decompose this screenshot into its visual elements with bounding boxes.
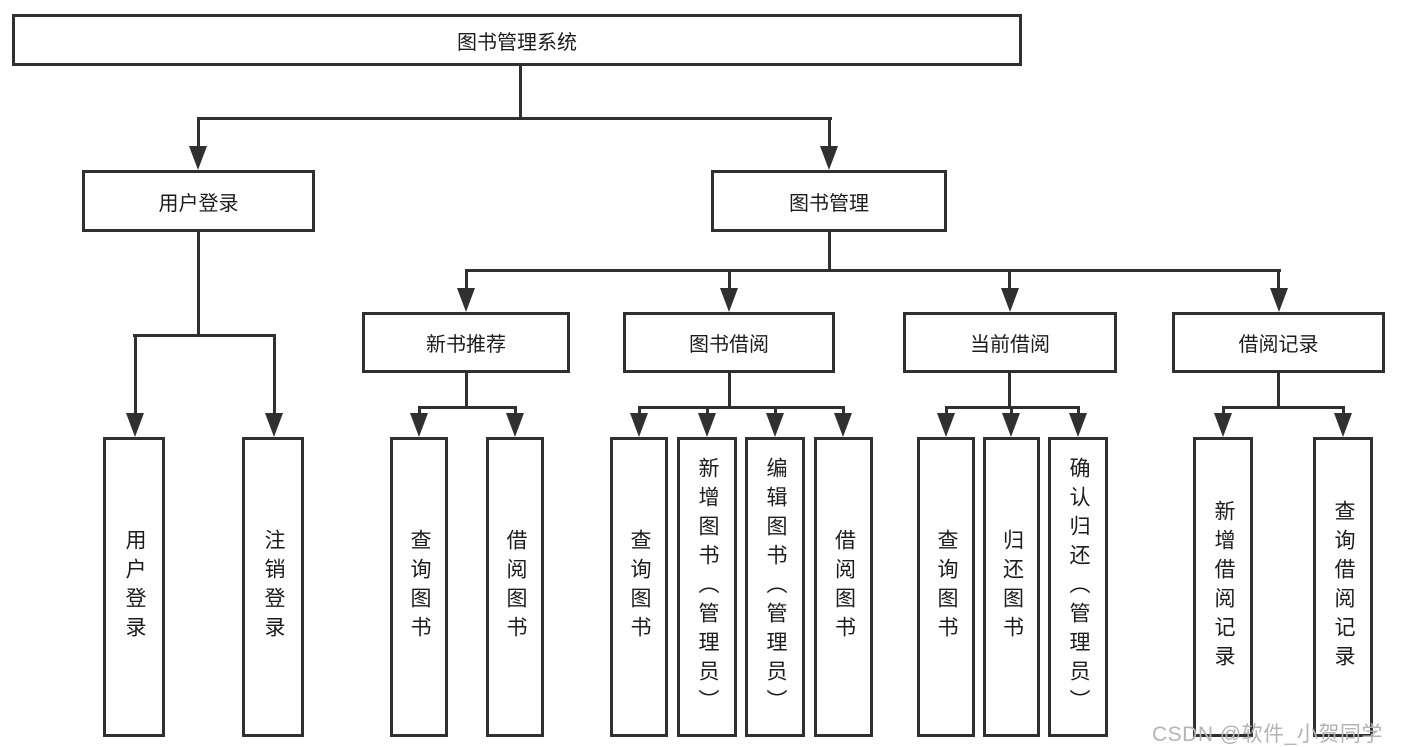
connector-drop	[1010, 406, 1013, 416]
node-book-management: 图书管理	[711, 170, 947, 232]
arrowhead-leaf	[766, 413, 784, 437]
arrowhead-leaf-login	[126, 413, 144, 437]
node-label: 图书管理系统	[457, 31, 577, 54]
connector-drop-borrow	[728, 269, 731, 291]
arrowhead-leaf	[1069, 413, 1087, 437]
connector-drop	[1077, 406, 1080, 416]
connector-recommend-stem	[465, 373, 468, 409]
leaf-label: 编辑图书（管理员）	[764, 456, 787, 718]
connector-mgmt-stem	[828, 232, 831, 271]
leaf-current-confirm-return-admin: 确认归还（管理员）	[1048, 437, 1108, 737]
leaf-label: 新增图书（管理员）	[696, 456, 719, 718]
leaf-label: 新增借阅记录	[1212, 500, 1235, 674]
node-new-book-recommend: 新书推荐	[362, 312, 570, 373]
leaf-label: 借阅图书	[832, 529, 856, 645]
csdn-watermark: CSDN @软件_小贺同学	[1152, 723, 1383, 746]
leaf-label: 用户登录	[123, 529, 146, 645]
leaf-logout: 注销登录	[242, 437, 304, 737]
connector-recommend-bar	[418, 406, 516, 409]
node-library-system: 图书管理系统	[12, 14, 1022, 66]
arrowhead-leaf-logout	[265, 413, 283, 437]
arrowhead-current	[1001, 288, 1019, 312]
leaf-label: 确认归还（管理员）	[1067, 456, 1090, 718]
node-current-borrow: 当前借阅	[903, 312, 1117, 373]
connector-drop-book-mgmt	[828, 117, 831, 150]
arrowhead-leaf	[1334, 413, 1352, 437]
connector-drop	[774, 406, 777, 416]
arrowhead-user-login	[189, 146, 207, 170]
arrowhead-recommend	[457, 288, 475, 312]
leaf-borrow-edit-books-admin: 编辑图书（管理员）	[745, 437, 805, 737]
connector-root-stem	[519, 66, 522, 120]
arrowhead-leaf	[937, 413, 955, 437]
leaf-label: 查询借阅记录	[1332, 500, 1355, 674]
connector-drop	[1222, 406, 1225, 416]
leaf-label: 借阅图书	[504, 529, 527, 645]
arrowhead-borrow	[720, 288, 738, 312]
node-label: 当前借阅	[970, 334, 1050, 356]
connector-borrow-stem	[728, 373, 731, 409]
leaf-label: 归还图书	[1000, 529, 1024, 645]
arrowhead-leaf	[630, 413, 648, 437]
arrowhead-leaf	[1214, 413, 1232, 437]
connector-drop-current	[1008, 269, 1011, 291]
node-user-login: 用户登录	[82, 170, 315, 232]
arrowhead-leaf	[698, 413, 716, 437]
connector-drop	[706, 406, 709, 416]
leaf-label: 查询图书	[628, 529, 651, 645]
leaf-recommend-query-books: 查询图书	[390, 437, 448, 737]
connector-borrow-bar	[638, 406, 845, 409]
node-label: 图书管理	[789, 192, 869, 215]
node-label: 新书推荐	[426, 334, 506, 356]
connector-records-stem	[1277, 373, 1280, 409]
connector-drop	[638, 406, 641, 416]
connector-drop	[1342, 406, 1345, 416]
leaf-borrow-add-books-admin: 新增图书（管理员）	[677, 437, 737, 737]
node-borrow-records: 借阅记录	[1172, 312, 1385, 373]
connector-drop	[945, 406, 948, 416]
leaf-user-login: 用户登录	[103, 437, 165, 737]
connector-level2-bar	[197, 117, 832, 120]
arrowhead-leaf	[834, 413, 852, 437]
arrowhead-leaf	[506, 413, 524, 437]
arrowhead-book-mgmt	[820, 146, 838, 170]
leaf-current-query-books: 查询图书	[917, 437, 975, 737]
connector-user-stem	[197, 232, 200, 335]
connector-user-bar	[133, 334, 276, 337]
connector-level3-bar	[465, 269, 1281, 272]
arrowhead-leaf	[1002, 413, 1020, 437]
connector-drop	[842, 406, 845, 416]
node-label: 图书借阅	[689, 334, 769, 356]
connector-drop-records	[1277, 269, 1280, 291]
leaf-current-return-books: 归还图书	[983, 437, 1040, 737]
arrowhead-leaf	[410, 413, 428, 437]
leaf-label: 查询图书	[408, 529, 431, 645]
connector-records-bar	[1222, 406, 1344, 409]
arrowhead-records	[1270, 288, 1288, 312]
connector-drop-leaf-logout	[273, 334, 276, 416]
connector-drop	[514, 406, 517, 416]
leaf-records-add-record: 新增借阅记录	[1193, 437, 1253, 737]
leaf-records-query-record: 查询借阅记录	[1313, 437, 1373, 737]
node-label: 借阅记录	[1238, 334, 1319, 356]
connector-current-stem	[1008, 373, 1011, 409]
connector-drop-user-login	[197, 117, 200, 150]
node-label: 用户登录	[158, 192, 239, 215]
leaf-borrow-query-books: 查询图书	[610, 437, 668, 737]
leaf-recommend-borrow-books: 借阅图书	[486, 437, 544, 737]
connector-drop-leaf-login	[134, 334, 137, 416]
leaf-label: 注销登录	[262, 529, 285, 645]
leaf-label: 查询图书	[935, 529, 958, 645]
leaf-borrow-borrow-books: 借阅图书	[814, 437, 873, 737]
node-book-borrow: 图书借阅	[623, 312, 835, 373]
connector-drop-recommend	[465, 269, 468, 291]
connector-drop	[418, 406, 421, 416]
